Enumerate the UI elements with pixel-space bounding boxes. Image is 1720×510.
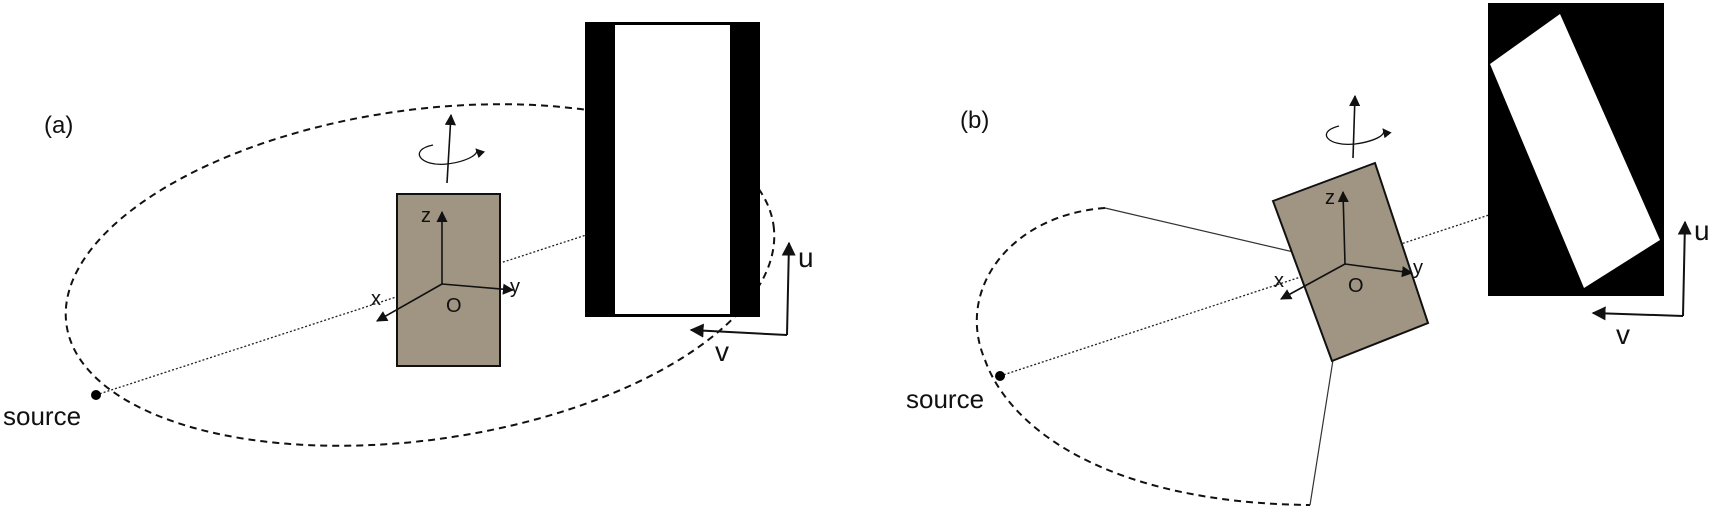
u-axis-arrow xyxy=(781,241,796,336)
z-axis-arrow xyxy=(1337,190,1349,265)
detector-projection xyxy=(615,25,730,314)
y-axis-label: y xyxy=(1413,257,1423,279)
panel-b-label: (b) xyxy=(960,107,989,134)
object-a xyxy=(396,193,501,367)
y-axis-arrow xyxy=(441,283,515,295)
y-axis-label: y xyxy=(510,276,520,298)
object-b xyxy=(1271,161,1430,363)
detector-a xyxy=(585,22,760,317)
x-axis-arrow xyxy=(1280,263,1346,300)
rotation-axis-arrow xyxy=(444,113,456,184)
y-axis-arrow xyxy=(1344,263,1414,278)
detector-axes-b: u v xyxy=(1591,215,1710,350)
source-orbit xyxy=(975,207,1311,506)
u-axis-label: u xyxy=(1694,215,1710,246)
rotation-indicator-b xyxy=(1325,94,1392,159)
source-label-b: source xyxy=(906,384,984,414)
object-axes-a: z y x O xyxy=(371,205,520,322)
origin-label: O xyxy=(1348,275,1364,297)
object-axes-b: z y x O xyxy=(1274,187,1423,300)
guide-line-lower xyxy=(1309,359,1334,506)
panel-a: (a) z y x O source xyxy=(3,22,814,447)
detector-b xyxy=(1488,3,1664,296)
z-axis-label: z xyxy=(1325,187,1335,209)
rotation-arrow-icon xyxy=(1325,125,1392,146)
x-axis-label: x xyxy=(371,288,381,310)
v-axis-arrow xyxy=(689,323,788,338)
v-axis-label: v xyxy=(715,336,729,367)
source-orbit xyxy=(64,103,776,447)
x-axis-arrow xyxy=(376,283,443,322)
rotation-indicator-a xyxy=(418,113,486,184)
u-axis-label: u xyxy=(798,242,814,273)
v-axis-arrow xyxy=(1591,306,1684,321)
rotation-axis-arrow xyxy=(1349,94,1361,159)
rotation-arrow-icon xyxy=(418,144,486,165)
panel-b: (b) z y x O sou xyxy=(906,3,1710,506)
origin-label: O xyxy=(446,295,462,317)
u-axis-arrow xyxy=(1677,220,1692,317)
x-axis-label: x xyxy=(1274,270,1284,292)
central-ray xyxy=(999,184,1581,377)
detector-projection xyxy=(1490,14,1660,288)
source-label-a: source xyxy=(3,401,81,431)
detector-axes-a: u v xyxy=(689,241,814,367)
z-axis-label: z xyxy=(421,205,431,227)
v-axis-label: v xyxy=(1616,319,1630,350)
source-point-b xyxy=(995,371,1005,381)
panel-a-label: (a) xyxy=(44,112,73,139)
source-point-a xyxy=(91,390,101,400)
